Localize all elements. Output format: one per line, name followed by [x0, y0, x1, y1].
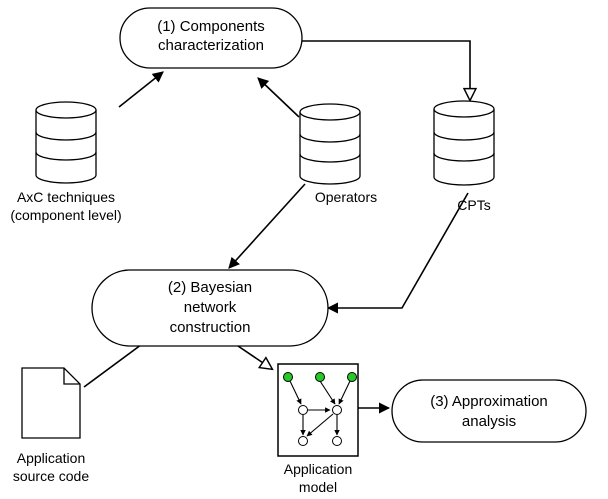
application-source-code: Application source code [13, 367, 89, 484]
bn-root-node [283, 372, 293, 382]
bayesian-label-line-1: (2) Bayesian [168, 279, 252, 296]
bn-node [332, 436, 342, 446]
database-cylinder-icon [35, 101, 97, 184]
components-label-line-2: characterization [158, 37, 264, 54]
app-model-label-line-1: Application [284, 461, 353, 477]
bn-root-node [315, 372, 325, 382]
bayesian-label-line-2: network [184, 299, 237, 316]
source-label-line-2: source code [13, 468, 89, 484]
edge-bayesian-to-model [237, 345, 272, 369]
document-icon [21, 367, 81, 439]
bn-node [298, 405, 308, 415]
bn-node [298, 436, 308, 446]
cpts-label: CPTs [457, 197, 490, 213]
edge-axc-to-components [118, 71, 164, 108]
approximation-analysis-node: (3) Approximation analysis [391, 379, 587, 443]
bayesian-network-edges [289, 380, 351, 437]
approximation-label-line-2: analysis [462, 413, 516, 430]
edge-operators-to-components [257, 77, 300, 118]
axc-label-line-1: AxC techniques [17, 189, 115, 205]
bayesian-network-nodes [283, 372, 357, 446]
source-label-line-1: Application [17, 450, 86, 466]
operators-database: Operators [299, 103, 377, 205]
edge-components-to-cpts [302, 40, 470, 100]
axc-label-line-2: (component level) [10, 207, 121, 223]
bayesian-label-line-3: construction [170, 319, 251, 336]
app-model-label-line-2: model [299, 479, 337, 495]
bn-root-node [347, 372, 357, 382]
database-cylinder-icon [299, 103, 361, 185]
edges [83, 40, 470, 414]
components-label-line-1: (1) Components [157, 18, 265, 35]
approximation-label-line-1: (3) Approximation [430, 393, 548, 410]
edge-cpts-to-bayesian [326, 192, 469, 314]
bn-node [332, 405, 342, 415]
cpts-database: CPTs [433, 100, 495, 213]
edge-operators-to-bayesian [228, 183, 306, 269]
database-cylinder-icon [433, 100, 495, 186]
application-model: Application model [277, 363, 359, 495]
operators-label: Operators [315, 189, 377, 205]
bayesian-network-construction-node: (2) Bayesian network construction [91, 269, 329, 347]
axc-techniques-database: AxC techniques (component level) [10, 101, 122, 223]
components-characterization-node: (1) Components characterization [119, 7, 303, 69]
